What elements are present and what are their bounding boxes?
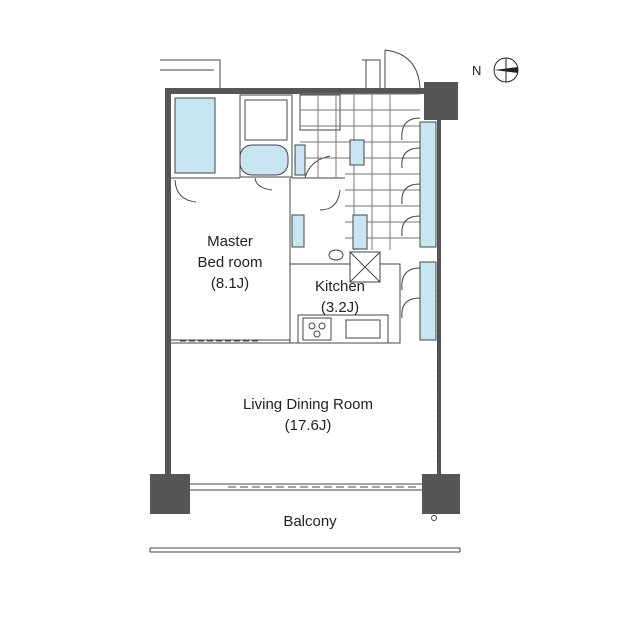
north-arrow-icon [493,57,519,83]
wall-left [165,88,171,483]
closet-bedroom [174,97,216,174]
washbasin [328,249,344,261]
kitchen-line1: Kitchen [314,278,366,295]
living-dining-line1: Living Dining Room [242,396,374,413]
wall-right [437,110,441,480]
master-bedroom-line2: Bed room [197,254,263,271]
entrance-door-swing [384,49,421,89]
living-dining-size: (17.6J) [284,417,332,434]
kitchen-label: Kitchen (3.2J) [290,276,390,318]
wall-top [165,88,425,94]
toilet [291,214,305,248]
balcony-label: Balcony [283,513,337,530]
kitchen-size: (3.2J) [320,299,360,316]
top-ledge [160,59,221,88]
pillar-bottom-left [150,474,190,514]
pillar-bottom-right [422,474,460,514]
living-dining-label: Living Dining Room (17.6J) [208,394,408,436]
closet-right-upper [419,121,437,248]
bath-door-swing [254,177,273,191]
master-bedroom-label: Master Bed room (8.1J) [180,231,280,294]
bathtub [239,144,289,176]
closet-right-lower [419,261,437,341]
pillar-top-right [424,82,458,120]
balcony-window [190,483,422,491]
compass-label: N [472,63,482,78]
master-bedroom-line1: Master [207,233,253,250]
master-bedroom-size: (8.1J) [210,275,250,292]
balcony-rail [150,547,460,553]
